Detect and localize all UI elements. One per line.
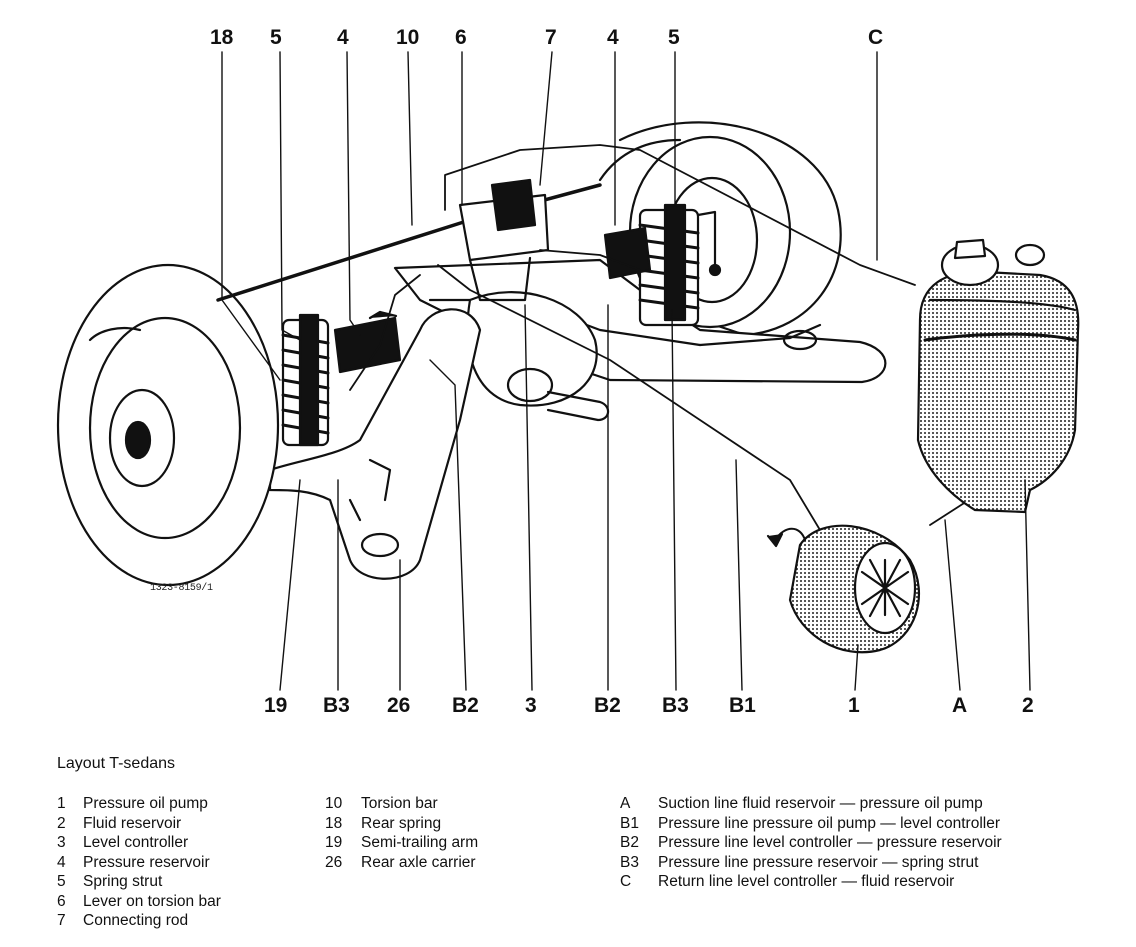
- callout-bottom: A: [952, 694, 968, 717]
- legend-item: 4 Pressure reservoir: [57, 853, 221, 873]
- legend-text: Fluid reservoir: [83, 814, 182, 832]
- legend-key: A: [620, 795, 631, 812]
- callout-bottom: 2: [1022, 694, 1034, 717]
- legend-text: Torsion bar: [361, 795, 438, 812]
- legend-key: B2: [620, 834, 639, 851]
- legend-item: 2 Fluid reservoir: [57, 814, 221, 834]
- legend-key: 18: [325, 814, 343, 832]
- callout-top: 18: [210, 26, 234, 49]
- legend-key: B1: [620, 814, 639, 832]
- callout-top: 10: [396, 26, 420, 49]
- pressure-oil-pump: [766, 524, 920, 654]
- callout-top: 4: [607, 26, 619, 49]
- hydraulic-lines: [349, 144, 1001, 531]
- left-wheel: [56, 263, 280, 587]
- part-number: 1323-8159/1: [150, 583, 213, 594]
- legend-text: Return line level controller — fluid res…: [658, 873, 955, 890]
- legend-item: 7 Connecting rod: [57, 911, 221, 931]
- legend-text: Level controller: [83, 834, 189, 851]
- legend-key: 10: [325, 795, 343, 812]
- callout-top: 5: [668, 26, 680, 49]
- legend-text: Rear spring: [361, 814, 442, 832]
- legend-item: 10 Torsion bar: [325, 794, 478, 814]
- legend-text: Connecting rod: [83, 912, 189, 929]
- left-semi-trailing-arm: [268, 308, 482, 580]
- legend-item: B2 Pressure line level controller — press…: [620, 833, 1002, 853]
- legend-text: Rear axle carrier: [361, 853, 476, 871]
- callout-bottom: B2: [594, 694, 621, 717]
- legend-text: Lever on torsion bar: [83, 892, 221, 910]
- legend-text: Pressure line pressure reservoir — sprin…: [658, 853, 979, 871]
- callout-bottom: B2: [452, 694, 479, 717]
- legend-text: Pressure oil pump: [83, 795, 208, 812]
- legend-key: 1: [57, 795, 66, 812]
- leader-lines: [221, 51, 1031, 691]
- differential: [466, 291, 610, 422]
- legend-key: B3: [620, 853, 639, 871]
- legend-item: C Return line level controller — fluid re…: [620, 872, 1002, 892]
- right-spring-strut: [638, 203, 722, 327]
- legend-text: Pressure reservoir: [83, 853, 210, 871]
- callout-bottom: 19: [264, 694, 288, 717]
- legend-key: 19: [325, 834, 343, 851]
- legend-key: 5: [57, 873, 66, 890]
- legend-item: 26 Rear axle carrier: [325, 853, 478, 873]
- legend-key: 26: [325, 853, 343, 871]
- legend-item: 19 Semi-trailing arm: [325, 833, 478, 853]
- callout-bottom: 1: [848, 694, 860, 717]
- callout-bottom: B3: [662, 694, 689, 717]
- legend-key: 3: [57, 834, 66, 851]
- legend-item: 3 Level controller: [57, 833, 221, 853]
- legend-item: B1 Pressure line pressure oil pump — leve…: [620, 814, 1002, 834]
- legend-text: Pressure line level controller — pressur…: [658, 834, 1002, 851]
- legend-key: 6: [57, 892, 66, 910]
- callout-bottom: B1: [729, 694, 756, 717]
- legend-text: Semi-trailing arm: [361, 834, 479, 851]
- callout-bottom: B3: [323, 694, 350, 717]
- callout-bottom: 3: [525, 694, 537, 717]
- legend-text: Suction line fluid reservoir — pressure …: [658, 795, 983, 812]
- legend-item: 1 Pressure oil pump: [57, 794, 221, 814]
- legend-item: 5 Spring strut: [57, 872, 221, 892]
- callout-bottom: 26: [387, 694, 411, 717]
- legend-text: Spring strut: [83, 873, 163, 890]
- legend-item: 6 Lever on torsion bar: [57, 892, 221, 912]
- left-spring-strut: [281, 313, 330, 447]
- callout-top: 5: [270, 26, 282, 49]
- legend-key: 2: [57, 814, 66, 832]
- legend-key: C: [620, 873, 632, 890]
- legend-item: A Suction line fluid reservoir — pressure…: [620, 794, 1002, 814]
- legend-item: 18 Rear spring: [325, 814, 478, 834]
- diagram-caption: Layout T-sedans: [57, 755, 176, 772]
- fluid-reservoir: [916, 238, 1080, 514]
- legend-key: 4: [57, 853, 66, 871]
- callout-top: C: [868, 26, 884, 49]
- legend-column-lines: A Suction line fluid reservoir — pressure…: [620, 794, 1002, 892]
- legend-key: 7: [57, 912, 66, 929]
- legend-column-components: 10 Torsion bar 18 Rear spring 19 Semi-trail…: [325, 794, 478, 872]
- legend-item: B3 Pressure line pressure reservoir — spr…: [620, 853, 1002, 873]
- callout-top: 6: [455, 26, 467, 49]
- legend-text: Pressure line pressure oil pump — level …: [658, 814, 1001, 832]
- callout-top: 7: [545, 26, 557, 49]
- right-pressure-reservoir: [603, 226, 652, 280]
- callout-top: 4: [337, 26, 349, 49]
